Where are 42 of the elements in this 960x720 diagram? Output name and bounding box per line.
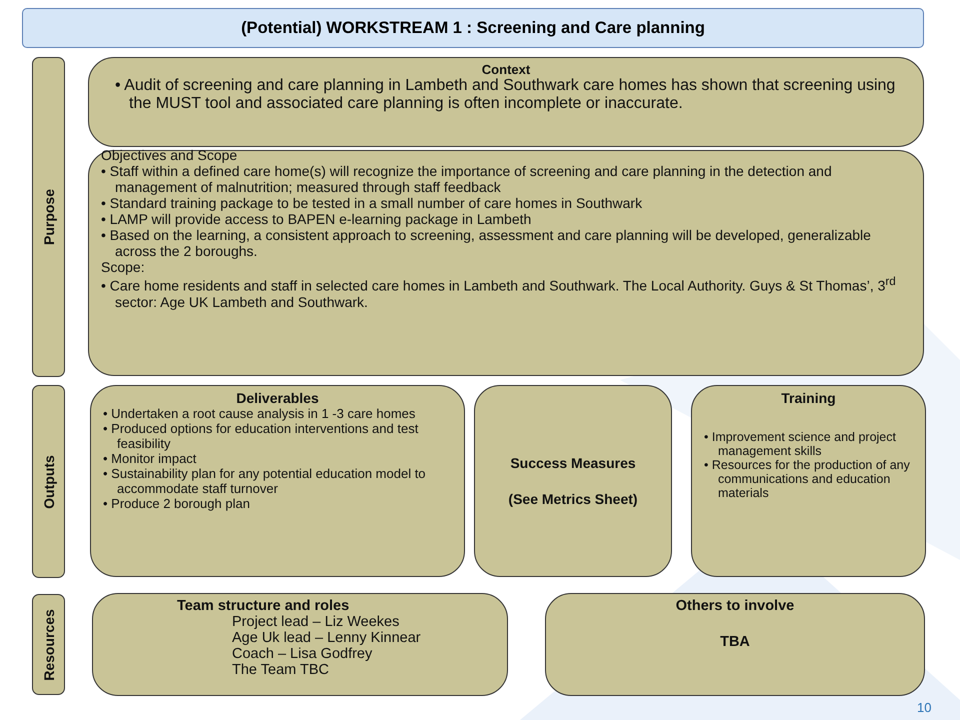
page-number: 10 (917, 700, 932, 715)
section-label: Purpose (40, 189, 56, 245)
bullet-text: • Staff within a defined care home(s) will recognize the importance of screening and care planning in the detection and management of malnutrition; measured through staff feedback (101, 163, 833, 195)
team-panel (92, 593, 508, 696)
section-label-bar (32, 385, 65, 578)
panel-heading: (See Metrics Sheet) (507, 491, 639, 507)
text-line: Scope: (101, 259, 146, 275)
panel-heading: Deliverables (235, 390, 320, 406)
bullet-text: • Improvement science and project management skills (704, 430, 897, 458)
bullet-text: • Based on the learning, a consistent approach to screening, assessment and care planning will be developed, generalizable across the 2 boroughs. (101, 227, 872, 259)
bullet-text: • Undertaken a root cause analysis in 1 -3 care homes (103, 406, 416, 421)
deliverables-panel (90, 385, 465, 577)
section-label: Outputs (40, 454, 56, 508)
panel-heading: Others to involve (674, 598, 796, 614)
section-label-bar (32, 594, 65, 695)
panel-heading: Success Measures (509, 455, 637, 471)
success-measures-panel (474, 385, 672, 577)
panel-heading: Team structure and roles (176, 598, 350, 614)
objectives-panel (88, 150, 924, 376)
text-line: Coach – Lisa Godfrey (231, 646, 374, 662)
bullet-text: • Monitor impact (103, 451, 198, 466)
bullet-text: • Audit of screening and care planning in Lambeth and Southwark care homes has shown that screening using the MUST tool and associated care planning is often incomplete or inaccurate. (115, 77, 896, 113)
text-line: Age Uk lead – Lenny Kinnear (231, 630, 422, 646)
bullet-text: • Care home residents and staff in selected care homes in Lambeth and Southwark. The Local Authority. Guys & St Thomas’, 3$^{rd}$ sector: Age UK Lambeth and Southwark. (101, 275, 897, 310)
bullet-text: • Produce 2 borough plan (103, 496, 251, 511)
text-line: The Team TBC (231, 662, 330, 678)
bullet-text: • Sustainability plan for any potential education model to accommodate staff turnover (103, 466, 427, 496)
bullet-text: • LAMP will provide access to BAPEN e-learning package in Lambeth (101, 211, 532, 227)
title-banner: (Potential) WORKSTREAM 1 : Screening and Care planning (22, 8, 924, 48)
bullet-text: • Produced options for education interventions and test feasibility (103, 421, 420, 451)
bullet-text: • Resources for the production of any communications and education materials (704, 458, 911, 500)
bullet-text: • Standard training package to be tested in a small number of care homes in Southwark (101, 195, 644, 211)
section-label: Resources (40, 608, 56, 680)
context-panel (88, 57, 924, 147)
panel-heading: Training (780, 390, 837, 406)
panel-heading: Context (480, 62, 532, 77)
training-panel (691, 385, 926, 577)
text-line: Project lead – Liz Weekes (231, 614, 400, 630)
text-line: Objectives and Scope (101, 147, 238, 163)
others-panel (545, 593, 925, 696)
section-label-bar (32, 57, 65, 377)
panel-heading: TBA (719, 634, 751, 650)
